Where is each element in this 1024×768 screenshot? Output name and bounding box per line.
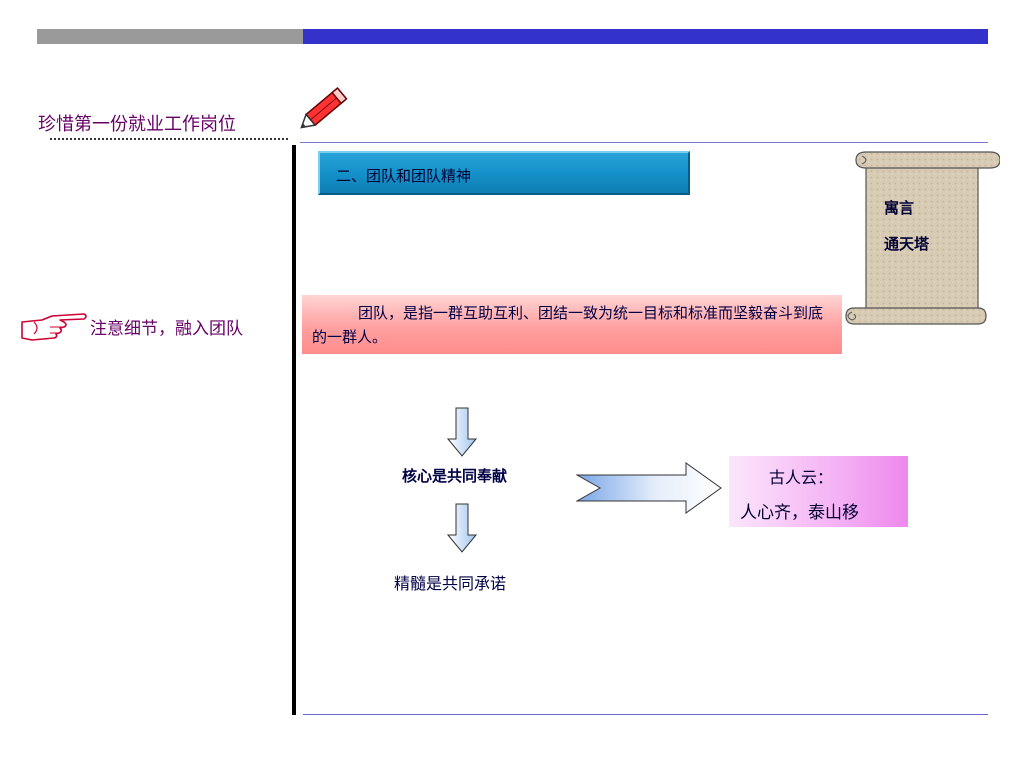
definition-box: 团队，是指一群互助互利、团结一致为统一目标和标准而坚毅奋斗到底的一群人。	[302, 295, 842, 354]
page-title: 珍惜第一份就业工作岗位	[38, 114, 236, 135]
header-bar-blue	[303, 29, 988, 44]
right-arrow-icon	[576, 462, 722, 514]
quote-intro: 古人云：	[769, 468, 834, 487]
down-arrow-icon	[447, 407, 477, 457]
definition-text: 团队，是指一群互助互利、团结一致为统一目标和标准而坚毅奋斗到底的一群人。	[312, 304, 824, 346]
down-arrow-icon	[447, 503, 477, 553]
pencil-icon	[300, 87, 348, 129]
scroll-text-tower: 通天塔	[884, 235, 930, 253]
essence-statement: 精髓是共同承诺	[394, 574, 507, 593]
side-note: 注意细节，融入团队	[90, 319, 243, 339]
bottom-divider	[303, 714, 988, 715]
title-underline	[50, 138, 288, 140]
quote-saying: 人心齐，泰山移	[740, 503, 859, 523]
section-heading: 二、团队和团队精神	[318, 151, 690, 195]
core-statement: 核心是共同奉献	[402, 467, 508, 485]
section-heading-text: 二、团队和团队精神	[336, 167, 472, 185]
scroll-icon	[845, 151, 1000, 325]
header-bar-gray	[37, 29, 303, 44]
scroll-text-fable: 寓言	[884, 199, 915, 217]
pointing-hand-icon	[21, 313, 87, 341]
top-divider	[300, 142, 988, 143]
vertical-divider	[292, 145, 296, 715]
quote-box: 古人云： 人心齐，泰山移	[729, 456, 908, 527]
